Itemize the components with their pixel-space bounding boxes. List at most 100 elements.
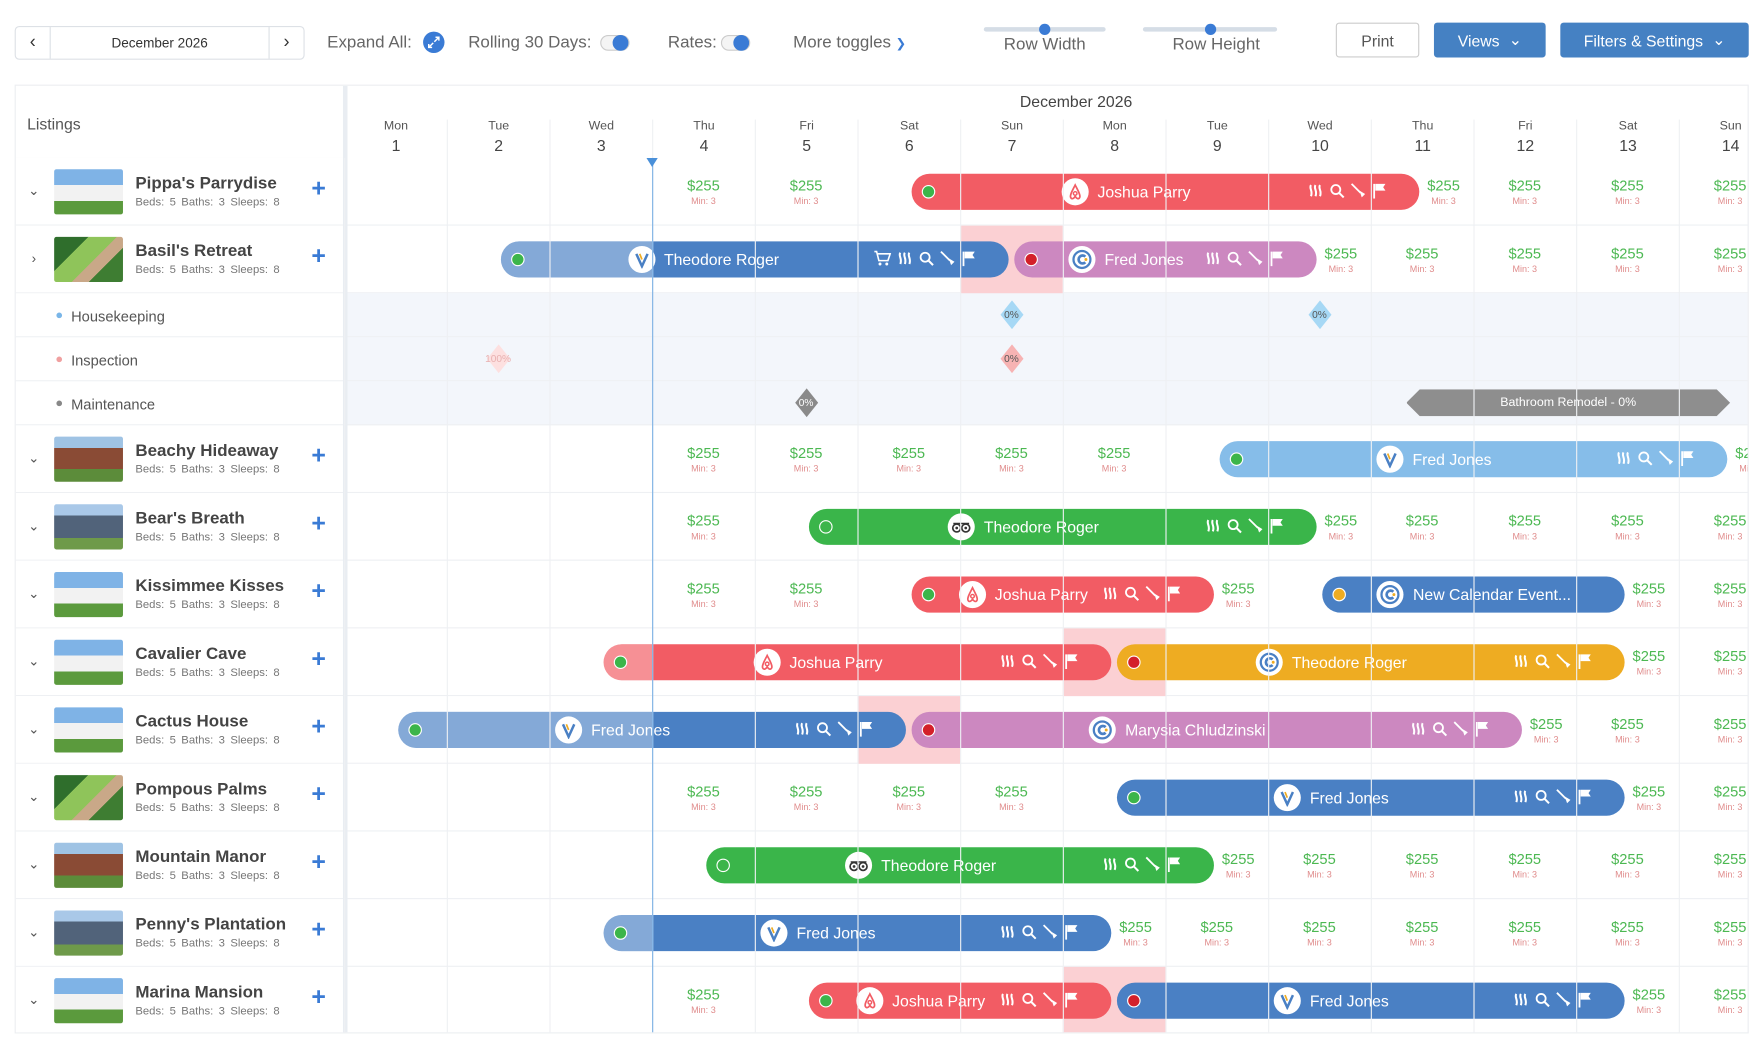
- add-booking-button[interactable]: +: [311, 847, 326, 876]
- heat-icon[interactable]: [999, 991, 1015, 1010]
- listing-name[interactable]: Penny's Plantation: [135, 914, 287, 935]
- cart-icon[interactable]: [873, 250, 891, 269]
- search-icon[interactable]: [1534, 788, 1550, 807]
- listing-name[interactable]: Kissimmee Kisses: [135, 576, 285, 596]
- broom-icon[interactable]: [1042, 653, 1058, 672]
- current-month-label[interactable]: December 2026: [49, 27, 270, 59]
- listing-name[interactable]: Cavalier Cave: [135, 644, 247, 664]
- heat-icon[interactable]: [1615, 450, 1631, 469]
- flag-icon[interactable]: [1166, 585, 1182, 604]
- flag-icon[interactable]: [1577, 788, 1593, 807]
- booking-bar[interactable]: Fred Jones: [397, 711, 906, 749]
- booking-bar[interactable]: Fred Jones: [603, 914, 1111, 952]
- flag-icon[interactable]: [1063, 653, 1079, 672]
- task-milestone[interactable]: 0%: [995, 298, 1029, 332]
- listing-name[interactable]: Cactus House: [135, 711, 249, 732]
- add-booking-button[interactable]: +: [311, 241, 326, 270]
- add-booking-button[interactable]: +: [311, 508, 326, 538]
- chevron-down-icon[interactable]: ⌄: [28, 856, 40, 873]
- heat-icon[interactable]: [1204, 517, 1220, 536]
- chevron-down-icon[interactable]: ⌄: [28, 720, 40, 737]
- booking-bar[interactable]: Theodore Roger: [705, 847, 1214, 884]
- add-booking-button[interactable]: +: [311, 644, 326, 673]
- booking-bar[interactable]: Theodore Roger: [1116, 644, 1625, 681]
- search-icon[interactable]: [1123, 585, 1139, 604]
- flag-icon[interactable]: [858, 720, 874, 739]
- row-height-slider-handle[interactable]: [1204, 23, 1216, 35]
- search-icon[interactable]: [1226, 517, 1242, 536]
- booking-bar[interactable]: Joshua Parry: [808, 982, 1111, 1019]
- broom-icon[interactable]: [1145, 856, 1161, 875]
- flag-icon[interactable]: [1679, 450, 1695, 469]
- listing-name[interactable]: Marina Mansion: [135, 982, 264, 1002]
- broom-icon[interactable]: [1350, 182, 1366, 201]
- booking-bar[interactable]: Fred Jones: [1219, 441, 1727, 478]
- broom-icon[interactable]: [1555, 991, 1571, 1010]
- heat-icon[interactable]: [1102, 856, 1118, 875]
- booking-bar[interactable]: New Calendar Event...: [1321, 576, 1625, 613]
- booking-bar[interactable]: Marysia Chludzinski: [911, 711, 1522, 749]
- chevron-down-icon[interactable]: ⌄: [28, 450, 40, 466]
- expand-all-icon[interactable]: [423, 31, 445, 54]
- listing-name[interactable]: Bear's Breath: [135, 508, 245, 529]
- heat-icon[interactable]: [1204, 250, 1220, 269]
- chevron-down-icon[interactable]: ⌄: [28, 991, 40, 1008]
- add-booking-button[interactable]: +: [311, 441, 326, 470]
- search-icon[interactable]: [1328, 182, 1344, 201]
- flag-icon[interactable]: [1063, 991, 1079, 1010]
- broom-icon[interactable]: [1042, 923, 1058, 942]
- broom-icon[interactable]: [939, 250, 955, 269]
- heat-icon[interactable]: [1512, 788, 1528, 807]
- flag-icon[interactable]: [1063, 923, 1079, 942]
- task-milestone[interactable]: 0%: [789, 386, 823, 420]
- search-icon[interactable]: [1431, 720, 1447, 739]
- listing-name[interactable]: Beachy Hideaway: [135, 441, 279, 461]
- chevron-down-icon[interactable]: ⌄: [28, 517, 40, 534]
- search-icon[interactable]: [1534, 991, 1550, 1010]
- flag-icon[interactable]: [961, 250, 977, 269]
- task-milestone[interactable]: 100%: [481, 342, 515, 376]
- chevron-down-icon[interactable]: ⌄: [28, 924, 40, 940]
- booking-bar[interactable]: Theodore Roger: [808, 508, 1317, 545]
- broom-icon[interactable]: [1555, 653, 1571, 672]
- broom-icon[interactable]: [1453, 720, 1469, 739]
- heat-icon[interactable]: [1102, 585, 1118, 604]
- chevron-down-icon[interactable]: ⌄: [28, 585, 40, 602]
- flag-icon[interactable]: [1577, 991, 1593, 1010]
- broom-icon[interactable]: [1247, 517, 1263, 536]
- add-booking-button[interactable]: +: [311, 914, 326, 944]
- search-icon[interactable]: [1636, 450, 1652, 469]
- listing-name[interactable]: Pippa's Parrydise: [135, 173, 277, 193]
- next-month-button[interactable]: ›: [283, 32, 290, 52]
- booking-bar[interactable]: Fred Jones: [1013, 241, 1317, 278]
- broom-icon[interactable]: [1555, 788, 1571, 807]
- broom-icon[interactable]: [1042, 991, 1058, 1010]
- booking-bar[interactable]: Fred Jones: [1116, 982, 1625, 1019]
